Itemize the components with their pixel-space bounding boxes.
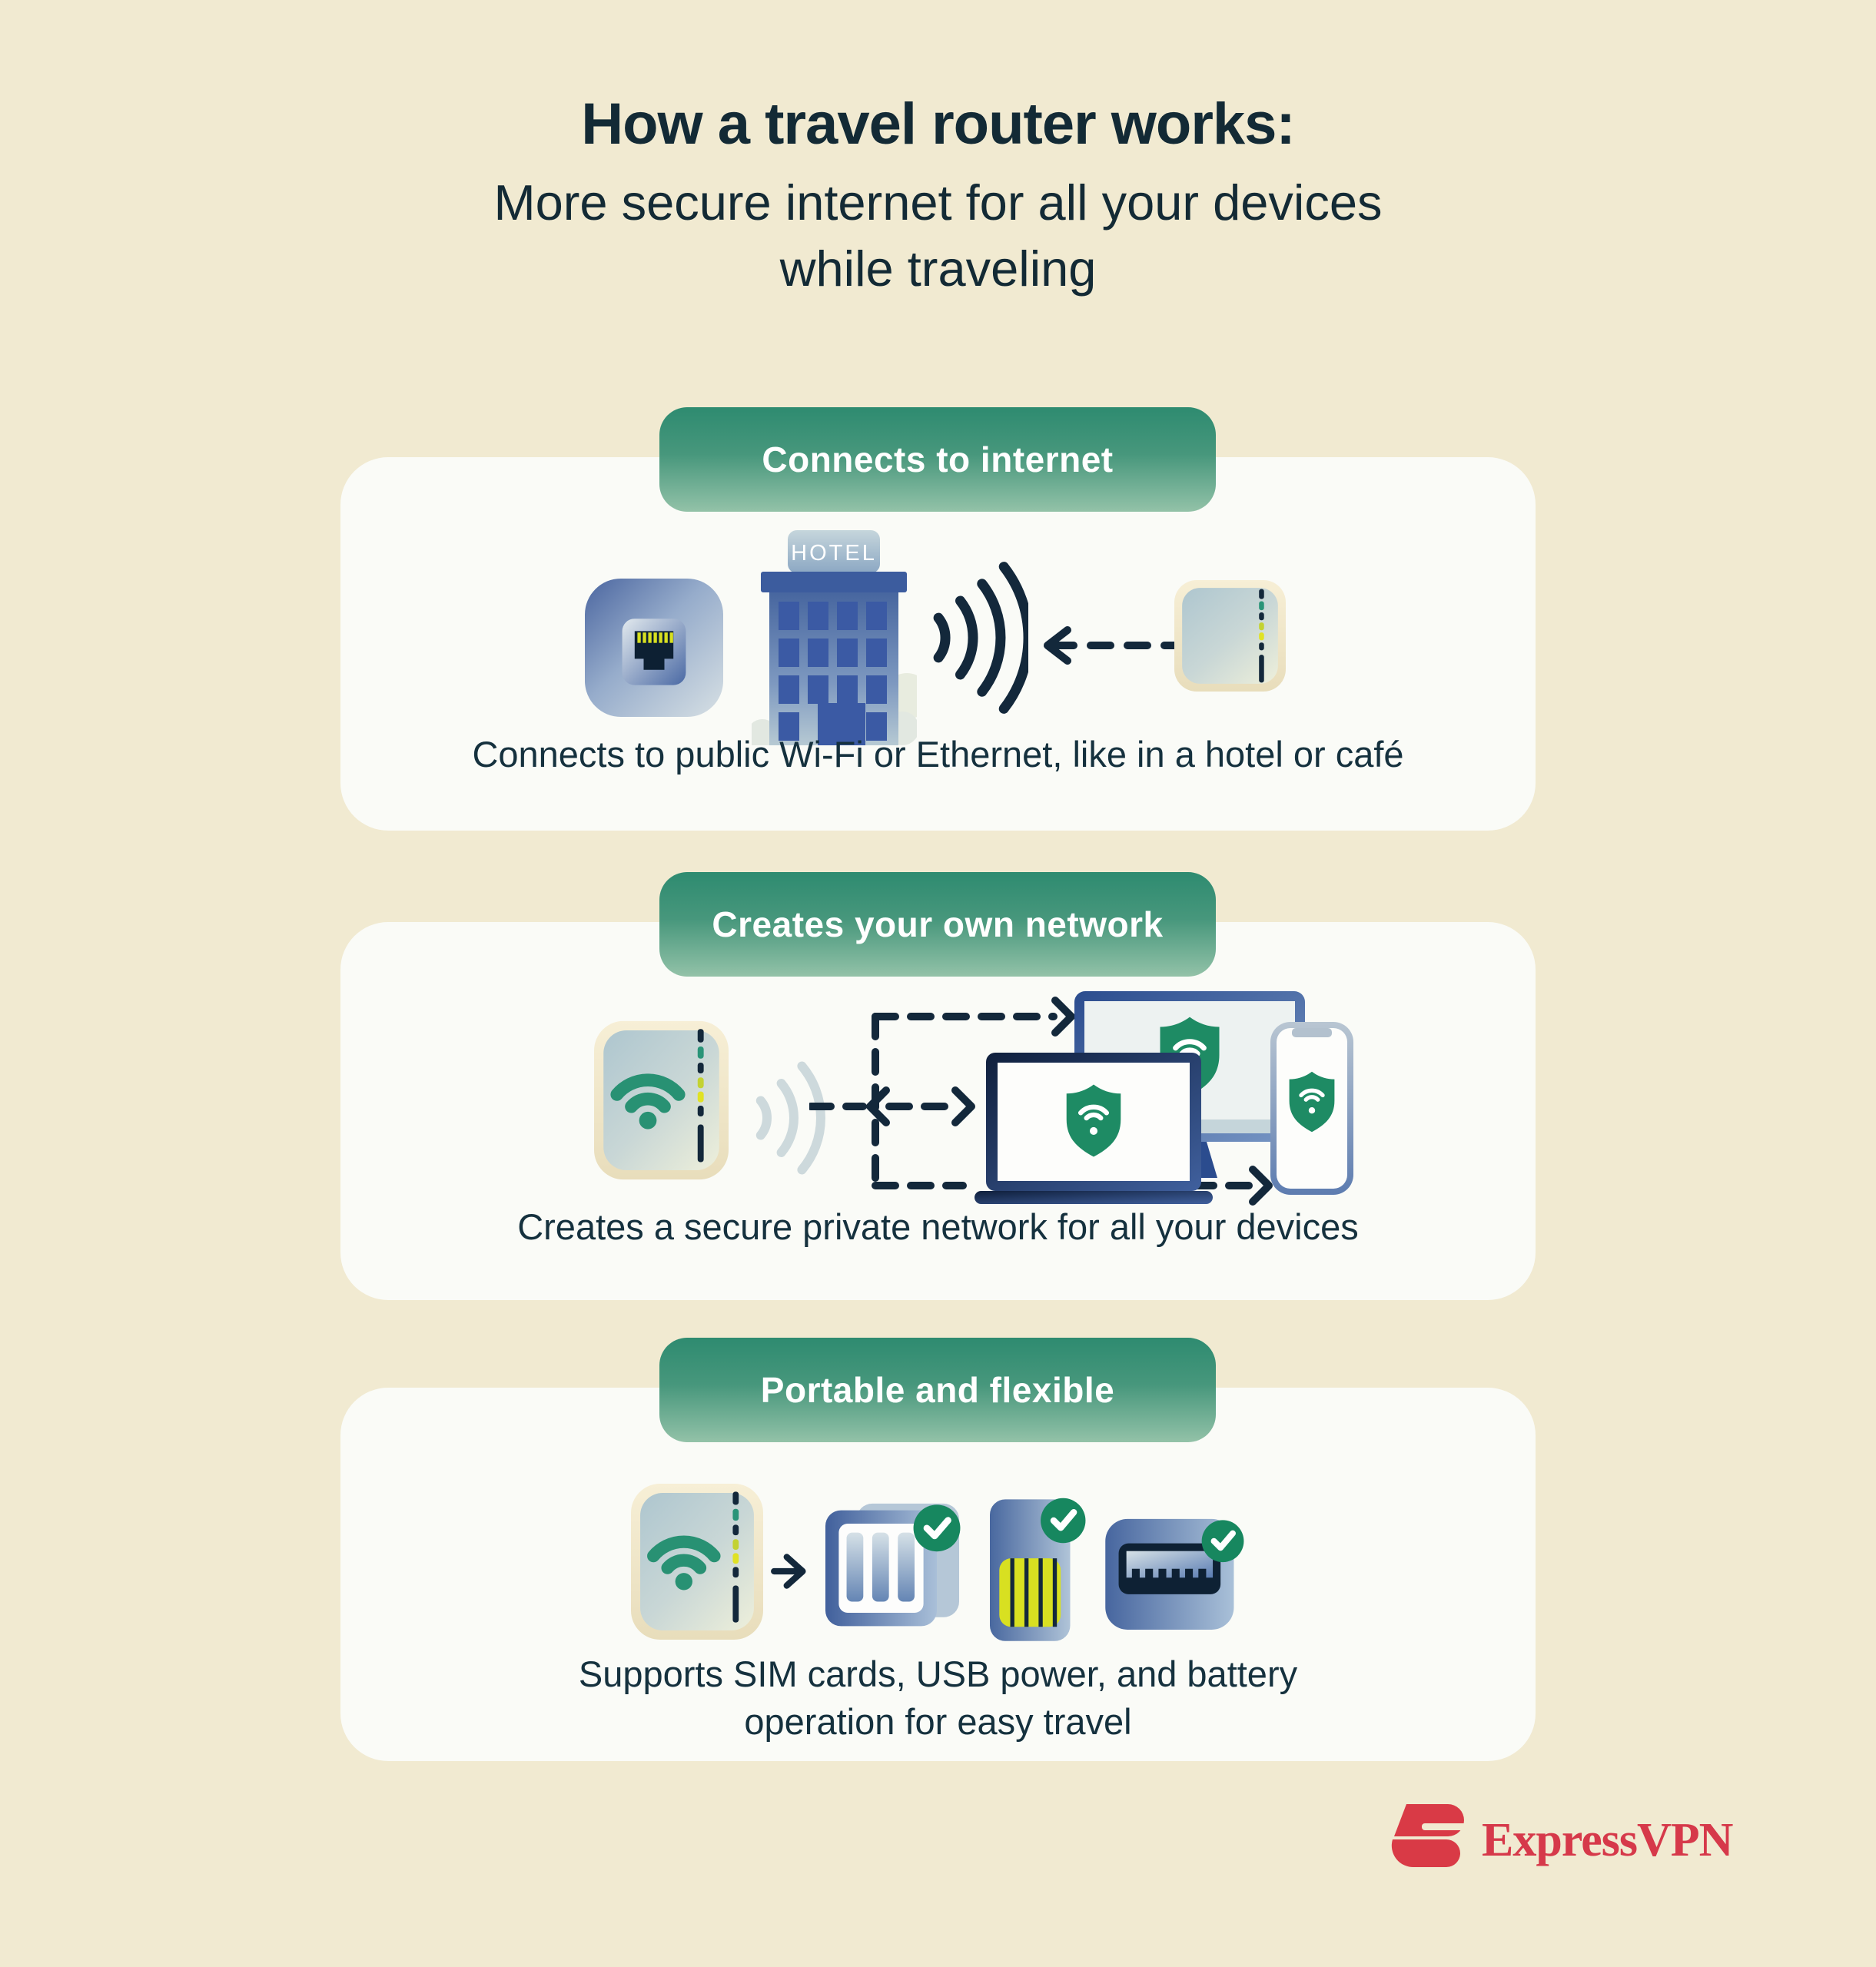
sim-chip-contacts [1010,1558,1058,1627]
hotel-building-icon: HOTEL [752,530,917,745]
subtitle-line-2: while traveling [779,240,1097,297]
smartphone-icon [1270,1022,1353,1195]
arrow-left-icon [866,1086,890,1126]
usb-port-icon [1105,1518,1244,1630]
badge-label: Portable and flexible [760,1370,1115,1410]
page-subtitle: More secure internet for all your device… [0,170,1876,302]
badge-connects-to-internet: Connects to internet [659,407,1216,512]
checkmark-badge-icon [1201,1520,1244,1563]
caption-network: Creates a secure private network for all… [517,1206,1359,1247]
hotel-windows [779,602,887,745]
dashed-arrow-left-icon [1044,626,1182,665]
signal-waves-icon [755,1061,825,1175]
network-dashed-lines [809,997,1273,1206]
private-network-diagram [809,991,1353,1206]
travel-router-wifi-icon [631,1483,763,1640]
arrow-right-icon [951,1086,975,1126]
hotel-door [818,703,865,745]
arrow-right-icon [1051,997,1075,1037]
travel-router-icon [1174,580,1286,692]
usb-contacts [1131,1568,1207,1579]
laptop-icon [975,1053,1213,1204]
card-connects-to-internet: HOTEL [340,457,1536,831]
arrow-right-icon [1249,1166,1273,1206]
battery-icon [825,1503,961,1627]
ethernet-pins [637,632,673,643]
caption-portable: Supports SIM cards, USB power, and batte… [340,1650,1536,1746]
hotel-sign-text: HOTEL [791,541,877,566]
badge-creates-network: Creates your own network [659,872,1216,977]
arrow-right-icon [771,1554,806,1589]
expressvpn-logo-icon [1391,1804,1468,1868]
ethernet-port-icon [585,579,723,717]
sim-card-icon [990,1498,1086,1641]
header: How a travel router works: More secure i… [0,91,1876,302]
card-portable-flexible: Supports SIM cards, USB power, and batte… [340,1388,1536,1761]
subtitle-line-1: More secure internet for all your device… [493,174,1383,231]
brand-wordmark: ExpressVPN [1482,1814,1733,1866]
badge-label: Creates your own network [712,904,1164,944]
checkmark-badge-icon [1041,1498,1086,1544]
badge-label: Connects to internet [762,440,1114,479]
caption-line-1: Supports SIM cards, USB power, and batte… [578,1654,1298,1694]
card-creates-network: Creates a secure private network for all… [340,922,1536,1300]
travel-router-wifi-icon [594,1020,729,1180]
page-title: How a travel router works: [581,91,1296,157]
badge-portable-flexible: Portable and flexible [659,1338,1216,1442]
caption-connects: Connects to public Wi-Fi or Ethernet, li… [472,734,1404,775]
checkmark-badge-icon [913,1504,961,1552]
wifi-signal-icon [933,562,1028,714]
caption-line-2: operation for easy travel [744,1701,1132,1743]
